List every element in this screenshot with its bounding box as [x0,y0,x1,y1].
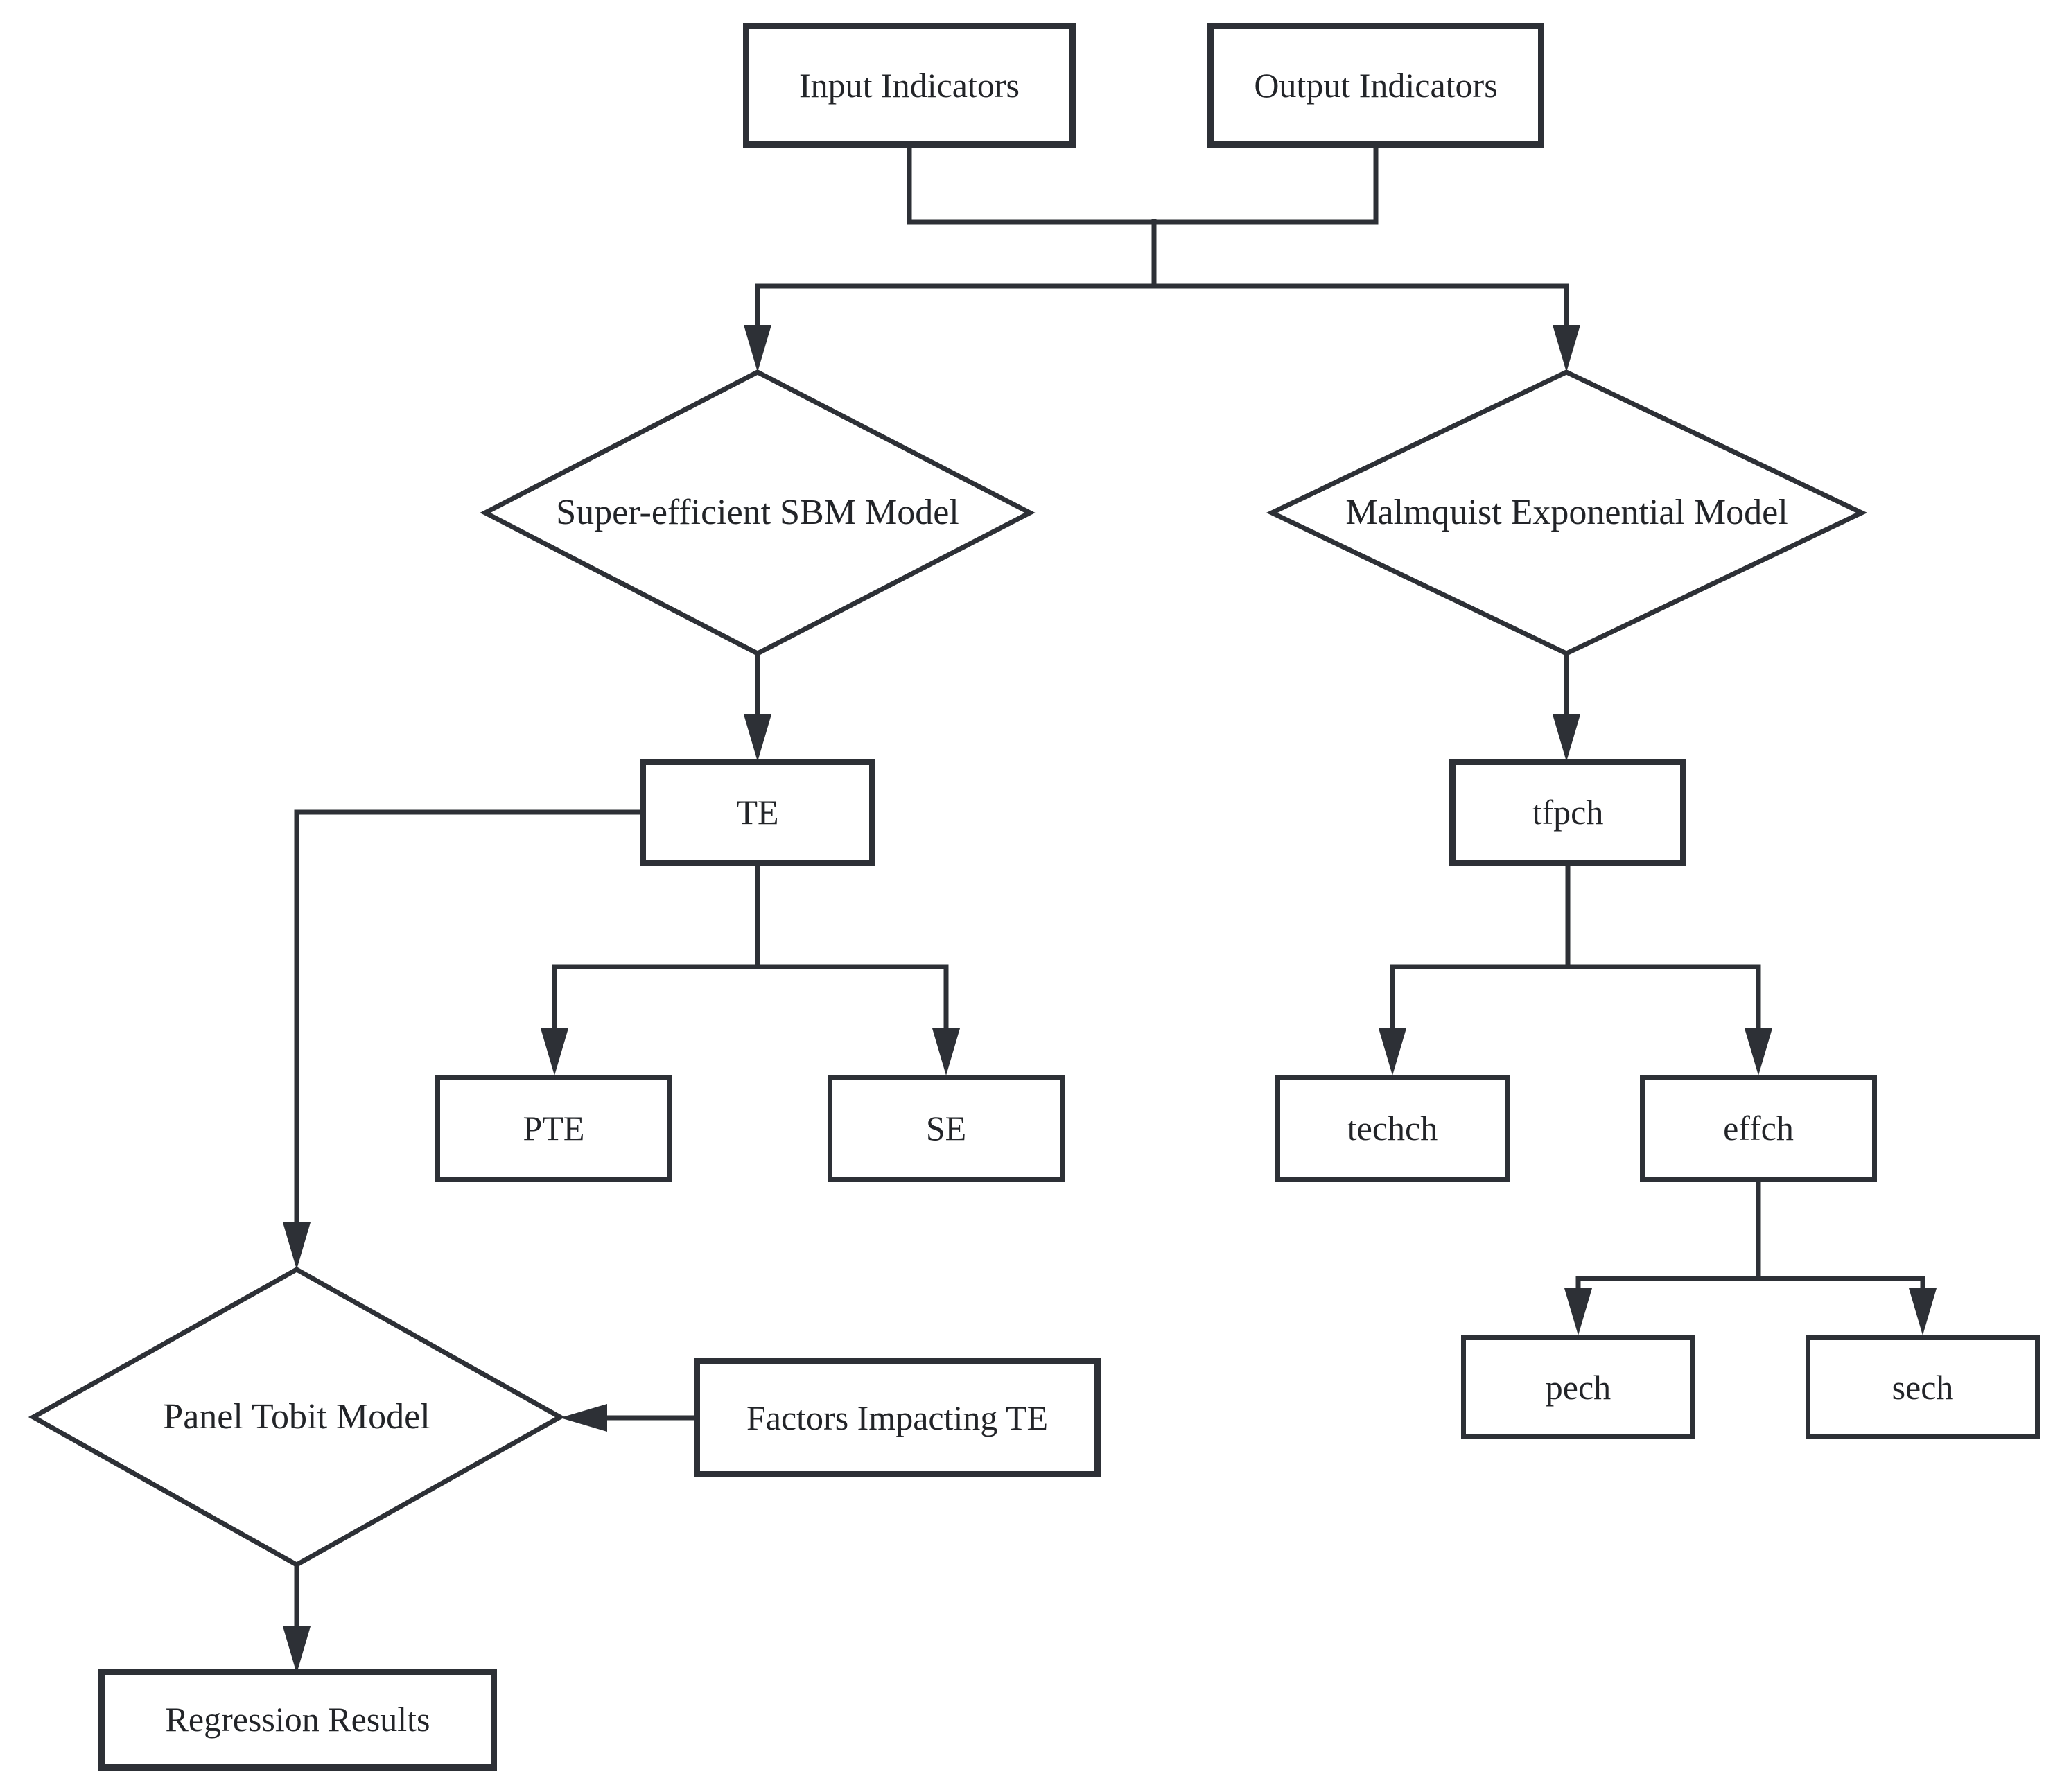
arrowhead-into-regression [283,1626,311,1674]
arrowhead-into-sbm [744,325,771,372]
node-tfpch: tfpch [1449,759,1686,866]
connector-split-to-models [755,283,1569,327]
node-te-label: TE [736,793,779,832]
node-effch-label: effch [1723,1109,1794,1148]
node-pte: PTE [435,1075,672,1182]
node-sbm-label: Super-efficient SBM Model [556,493,959,532]
node-techch: techch [1275,1075,1510,1182]
arrowhead-into-malmquist [1553,325,1580,372]
arrowhead-into-pech [1564,1288,1592,1335]
node-pech: pech [1461,1335,1695,1439]
arrowhead-into-sech [1909,1288,1937,1335]
node-tobit-diamond [28,1266,566,1568]
connector-effch-split [1575,1276,1925,1290]
arrowhead-into-techch [1379,1028,1406,1075]
arrowhead-into-pte [541,1028,568,1075]
node-se-label: SE [925,1109,967,1148]
node-input-indicators: Input Indicators [743,23,1076,148]
connector-te-to-tobit [294,809,640,1224]
node-output-indicators: Output Indicators [1207,23,1544,148]
arrowhead-into-effch [1745,1028,1772,1075]
node-sech: sech [1806,1335,2040,1439]
connector-indicators-merge [907,147,1379,225]
node-tfpch-label: tfpch [1532,793,1604,832]
arrowhead-into-se [932,1028,960,1075]
node-sbm-diamond [480,369,1036,656]
arrowhead-into-tobit-top [283,1222,311,1270]
node-se: SE [828,1075,1065,1182]
node-regression-results: Regression Results [98,1669,497,1771]
arrowhead-into-tobit-right [560,1404,607,1432]
arrowhead-into-tfpch [1553,714,1580,762]
arrowhead-into-te [744,714,771,762]
node-techch-label: techch [1347,1109,1438,1148]
node-malmquist-label: Malmquist Exponential Model [1345,493,1788,532]
node-effch: effch [1640,1075,1877,1182]
node-pte-label: PTE [523,1109,585,1148]
node-factors-impacting-te-label: Factors Impacting TE [746,1398,1049,1437]
connector-tfpch-split [1390,964,1761,1030]
connector-te-split [552,964,949,1030]
node-te: TE [640,759,875,866]
node-output-indicators-label: Output Indicators [1254,65,1498,105]
node-sech-label: sech [1891,1367,1954,1407]
node-tobit-label: Panel Tobit Model [163,1397,430,1437]
node-malmquist-diamond [1266,369,1868,656]
node-input-indicators-label: Input Indicators [799,65,1020,105]
node-regression-results-label: Regression Results [165,1700,430,1739]
node-pech-label: pech [1545,1367,1611,1407]
node-factors-impacting-te: Factors Impacting TE [694,1358,1101,1477]
